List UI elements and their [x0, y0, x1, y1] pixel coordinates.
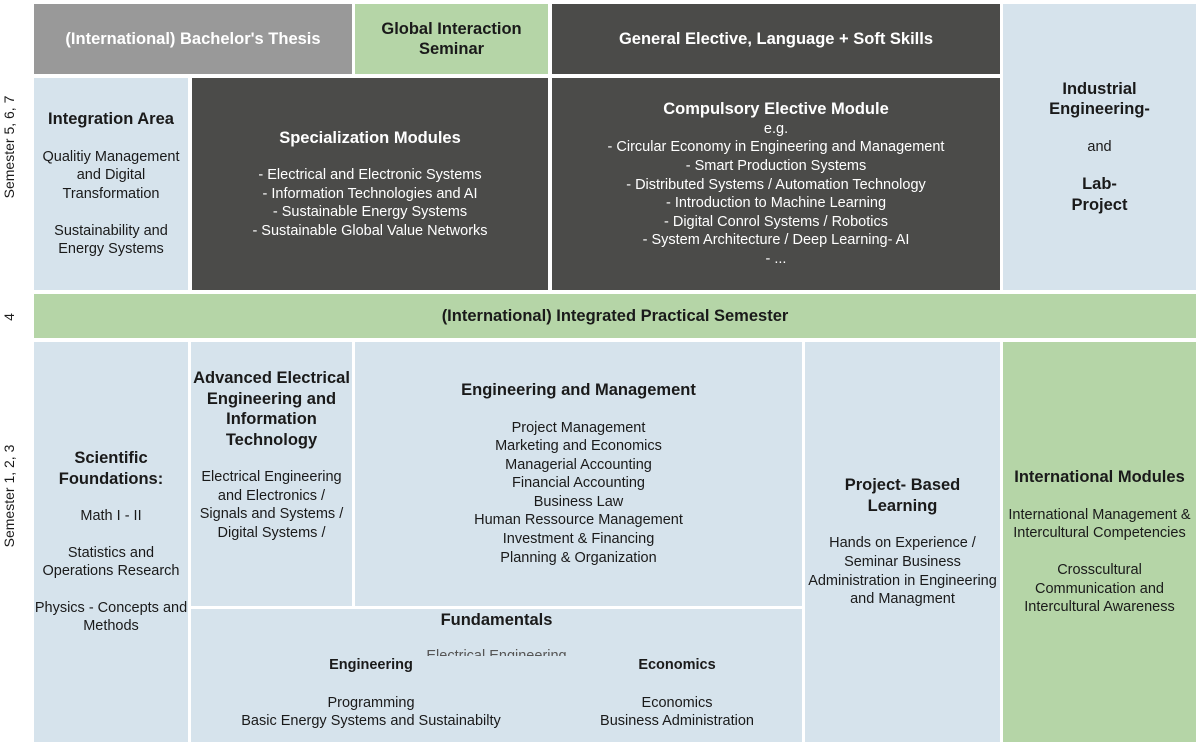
compulsory-elective-intro: e.g. — [763, 120, 789, 137]
international-item: International Management & Intercultural… — [1008, 506, 1191, 542]
industrial-and: and — [1087, 138, 1112, 155]
practical-semester-title: (International) Integrated Practical Sem… — [441, 306, 789, 325]
fundamentals-hidden-text: Electrical Engineering — [426, 648, 567, 656]
eng-mgmt-item: Financial Accounting — [512, 475, 645, 492]
project-based-box: Project- Based Learning Hands on Experie… — [805, 342, 1000, 742]
integration-area-item: Sustainability and Energy Systems — [54, 222, 168, 258]
fundamentals-engineering-item: Programming — [327, 694, 415, 711]
specialization-item: - Sustainable Energy Systems — [272, 204, 468, 221]
advanced-ee-title: Advanced Electrical Engineering and Info… — [193, 369, 350, 449]
general-elective-box: General Elective, Language + Soft Skills — [552, 4, 1000, 74]
semester-label-upper: Semester 5, 6, 7 — [1, 95, 17, 199]
integration-area-title: Integration Area — [48, 110, 174, 129]
project-based-text: Hands on Experience / Seminar Business A… — [808, 535, 997, 608]
international-item: Crosscultural Communication and Intercul… — [1024, 561, 1175, 616]
eng-mgmt-item: Business Law — [533, 493, 624, 510]
specialization-box: Specialization Modules - Electrical and … — [192, 78, 548, 290]
compulsory-elective-item: - ... — [765, 251, 787, 268]
specialization-item: - Information Technologies and AI — [262, 185, 478, 202]
advanced-ee-text: Electrical Engineering and Electronics /… — [199, 469, 344, 541]
scientific-title: Scientific Foundations: — [58, 449, 164, 488]
scientific-box: Scientific Foundations: Math I - II Stat… — [34, 342, 188, 742]
scientific-item: Statistics and Operations Research — [42, 544, 180, 580]
semester-label-middle: 4 — [1, 313, 17, 321]
fundamentals-engineering: Engineering Programming Basic Energy Sys… — [191, 655, 551, 731]
international-title: International Modules — [1014, 468, 1185, 487]
compulsory-elective-item: - System Architecture / Deep Learning- A… — [642, 232, 910, 249]
eng-mgmt-item: Marketing and Economics — [495, 438, 662, 455]
fundamentals-engineering-item: Basic Energy Systems and Sustainabilty — [241, 713, 501, 730]
global-seminar-title: Global Interaction Seminar — [381, 19, 522, 59]
scientific-item: Math I - II — [80, 508, 142, 525]
advanced-ee-box: Advanced Electrical Engineering and Info… — [191, 342, 352, 606]
integration-area-item: Qualitiy Management and Digital Transfor… — [42, 148, 180, 202]
compulsory-elective-item: - Circular Economy in Engineering and Ma… — [607, 139, 945, 156]
thesis-title: (International) Bachelor's Thesis — [65, 29, 321, 48]
fundamentals-title: Fundamentals — [440, 611, 553, 629]
eng-mgmt-item: Human Ressource Management — [474, 512, 683, 529]
fundamentals-economics-item: Business Administration — [600, 713, 754, 730]
compulsory-elective-item: - Smart Production Systems — [685, 158, 867, 175]
semester-label-lower: Semester 1, 2, 3 — [1, 444, 17, 548]
compulsory-elective-item: - Introduction to Machine Learning — [665, 195, 887, 212]
industrial-title: Industrial Engineering- — [1049, 79, 1150, 119]
eng-mgmt-item: Planning & Organization — [500, 549, 657, 566]
eng-mgmt-item: Managerial Accounting — [505, 456, 652, 473]
fundamentals-box: Fundamentals Electrical Engineering Engi… — [191, 609, 802, 742]
compulsory-elective-title: Compulsory Elective Module — [663, 100, 889, 119]
specialization-title: Specialization Modules — [279, 128, 461, 147]
eng-mgmt-item: Project Management — [511, 419, 646, 436]
industrial-box: Industrial Engineering- and Lab-Project — [1003, 4, 1196, 290]
scientific-item: Physics - Concepts and Methods — [34, 599, 188, 635]
fundamentals-economics-item: Economics — [641, 694, 713, 711]
eng-mgmt-box: Engineering and Management Project Manag… — [355, 342, 802, 606]
specialization-item: - Sustainable Global Value Networks — [252, 222, 488, 239]
international-box: International Modules International Mana… — [1003, 342, 1196, 742]
eng-mgmt-title: Engineering and Management — [461, 381, 696, 399]
integration-area-box: Integration Area Qualitiy Management and… — [34, 78, 188, 290]
general-elective-title: General Elective, Language + Soft Skills — [618, 29, 934, 48]
fundamentals-economics-title: Economics — [638, 657, 716, 673]
compulsory-elective-item: - Distributed Systems / Automation Techn… — [626, 176, 926, 193]
fundamentals-economics: Economics Economics Business Administrat… — [577, 655, 777, 731]
fundamentals-engineering-title: Engineering — [329, 657, 413, 673]
eng-mgmt-item: Investment & Financing — [502, 531, 655, 548]
project-based-title: Project- Based Learning — [844, 476, 961, 515]
global-seminar-box: Global Interaction Seminar — [355, 4, 548, 74]
compulsory-elective-box: Compulsory Elective Module e.g. - Circul… — [552, 78, 1000, 290]
specialization-item: - Electrical and Electronic Systems — [258, 167, 482, 184]
practical-semester-box: (International) Integrated Practical Sem… — [34, 294, 1196, 338]
compulsory-elective-item: - Digital Conrol Systems / Robotics — [663, 213, 888, 230]
industrial-title2: Lab-Project — [1071, 175, 1128, 214]
thesis-box: (International) Bachelor's Thesis — [34, 4, 352, 74]
